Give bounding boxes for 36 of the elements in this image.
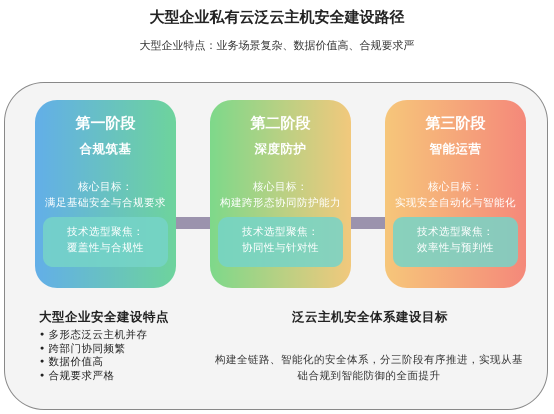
- goal-text: 满足基础安全与合规要求: [44, 196, 167, 210]
- stage-name: 深度防护: [254, 141, 308, 158]
- section-heading: 泛云主机安全体系建设目标: [291, 309, 449, 326]
- goal-text: 实现安全自动化与智能化: [394, 196, 517, 210]
- stage-title: 第二阶段: [250, 114, 312, 133]
- panel-background: [4, 82, 548, 410]
- subtitle: 大型企业特点：业务场景复杂、数据价值高、合规要求严: [138, 38, 416, 53]
- focus-label: 技术选型聚焦：: [66, 225, 145, 240]
- stage-title: 第一阶段: [74, 114, 136, 133]
- stage-card: [210, 100, 351, 288]
- goal-text: 构建跨形态协同防护能力: [219, 196, 342, 210]
- diagram-title: 大型企业私有云泛云主机安全建设路径: [148, 8, 406, 27]
- focus-box: [218, 217, 343, 267]
- connector-bar: [351, 217, 385, 229]
- focus-box: [393, 217, 518, 267]
- stage-card: [385, 100, 526, 288]
- focus-label: 技术选型聚焦：: [241, 225, 320, 240]
- bullet-item: • 合规要求严格: [39, 370, 116, 384]
- goal-label: 核心目标：: [77, 180, 134, 194]
- goal-paragraph: 构建全链路、智能化的安全体系，分三阶段有序推进，实现从基础合规到智能防御的全面提升: [214, 353, 524, 384]
- bullet-item: • 数据价值高: [39, 356, 105, 370]
- focus-text: 效率性与预判性: [416, 240, 495, 256]
- stage-name: 合规筑基: [78, 141, 132, 158]
- connector-bar: [176, 217, 210, 229]
- bullet-item: • 多形态泛云主机并存: [39, 329, 148, 343]
- focus-text: 协同性与针对性: [241, 240, 320, 256]
- focus-label: 技术选型聚焦：: [416, 225, 495, 240]
- stage-name: 智能运营: [428, 141, 482, 158]
- stage-card: [35, 100, 176, 288]
- section-heading: 大型企业安全建设特点: [39, 309, 169, 326]
- focus-box: [43, 217, 168, 267]
- goal-label: 核心目标：: [252, 180, 309, 194]
- stage-title: 第三阶段: [424, 114, 486, 133]
- goal-label: 核心目标：: [427, 180, 484, 194]
- bullet-item: • 跨部门协同频繁: [39, 342, 127, 356]
- focus-text: 覆盖性与合规性: [66, 240, 145, 256]
